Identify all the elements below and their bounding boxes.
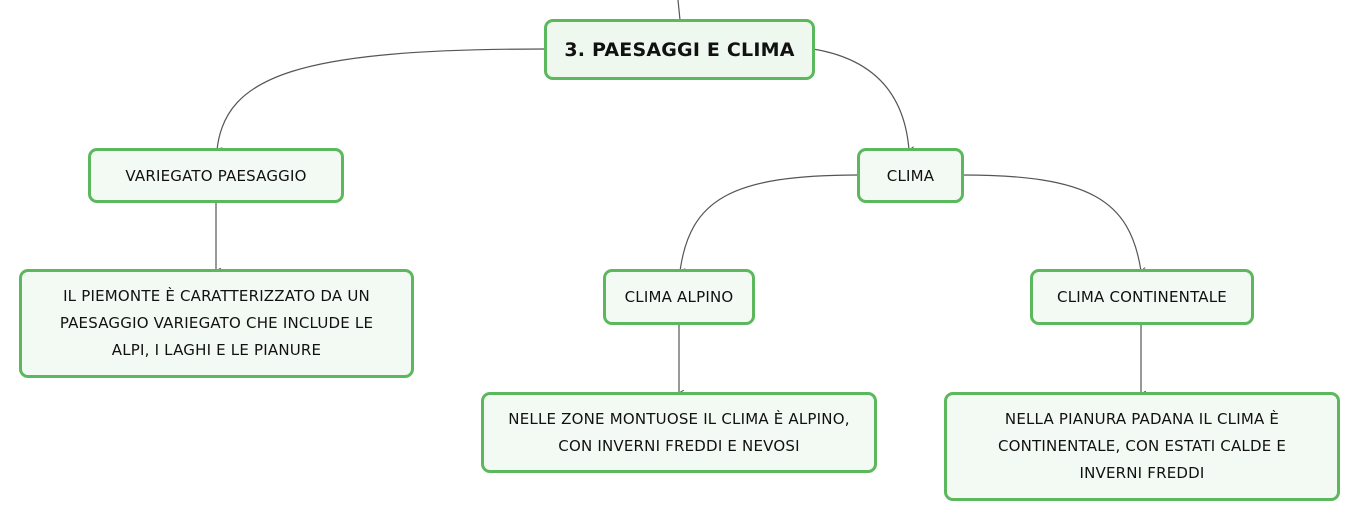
node-clima-continentale-detail[interactable]: NELLA PIANURA PADANA IL CLIMA È CONTINEN… [944, 392, 1340, 501]
node-clima-alpino-detail-text: NELLE ZONE MONTUOSE IL CLIMA È ALPINO, C… [508, 409, 850, 455]
node-variegato-detail[interactable]: IL PIEMONTE È CARATTERIZZATO DA UN PAESA… [19, 269, 414, 378]
connector-root-to-clima [812, 48, 909, 150]
node-root-label: 3. PAESAGGI E CLIMA [564, 38, 795, 61]
connector-root-to-variegato [217, 48, 546, 150]
node-clima-continentale-label: CLIMA CONTINENTALE [1057, 288, 1227, 306]
connector-clima-to-continentale [961, 174, 1141, 271]
node-variegato-detail-text: IL PIEMONTE È CARATTERIZZATO DA UN PAESA… [59, 287, 374, 359]
node-variegato-label: VARIEGATO PAESAGGIO [125, 166, 307, 185]
connector-parent-to-root [677, 0, 681, 21]
node-clima-alpino[interactable]: CLIMA ALPINO [603, 269, 755, 325]
connector-clima-to-alpino [680, 174, 859, 271]
node-clima[interactable]: CLIMA [857, 148, 964, 203]
node-clima-alpino-label: CLIMA ALPINO [624, 288, 734, 306]
node-clima-continentale-detail-text: NELLA PIANURA PADANA IL CLIMA È CONTINEN… [997, 410, 1287, 482]
node-variegato-paesaggio[interactable]: VARIEGATO PAESAGGIO [88, 148, 344, 203]
node-root-paesaggi-e-clima[interactable]: 3. PAESAGGI E CLIMA [544, 19, 815, 80]
node-clima-continentale[interactable]: CLIMA CONTINENTALE [1030, 269, 1254, 325]
node-clima-label: CLIMA [886, 166, 935, 185]
node-clima-alpino-detail[interactable]: NELLE ZONE MONTUOSE IL CLIMA È ALPINO, C… [481, 392, 877, 473]
